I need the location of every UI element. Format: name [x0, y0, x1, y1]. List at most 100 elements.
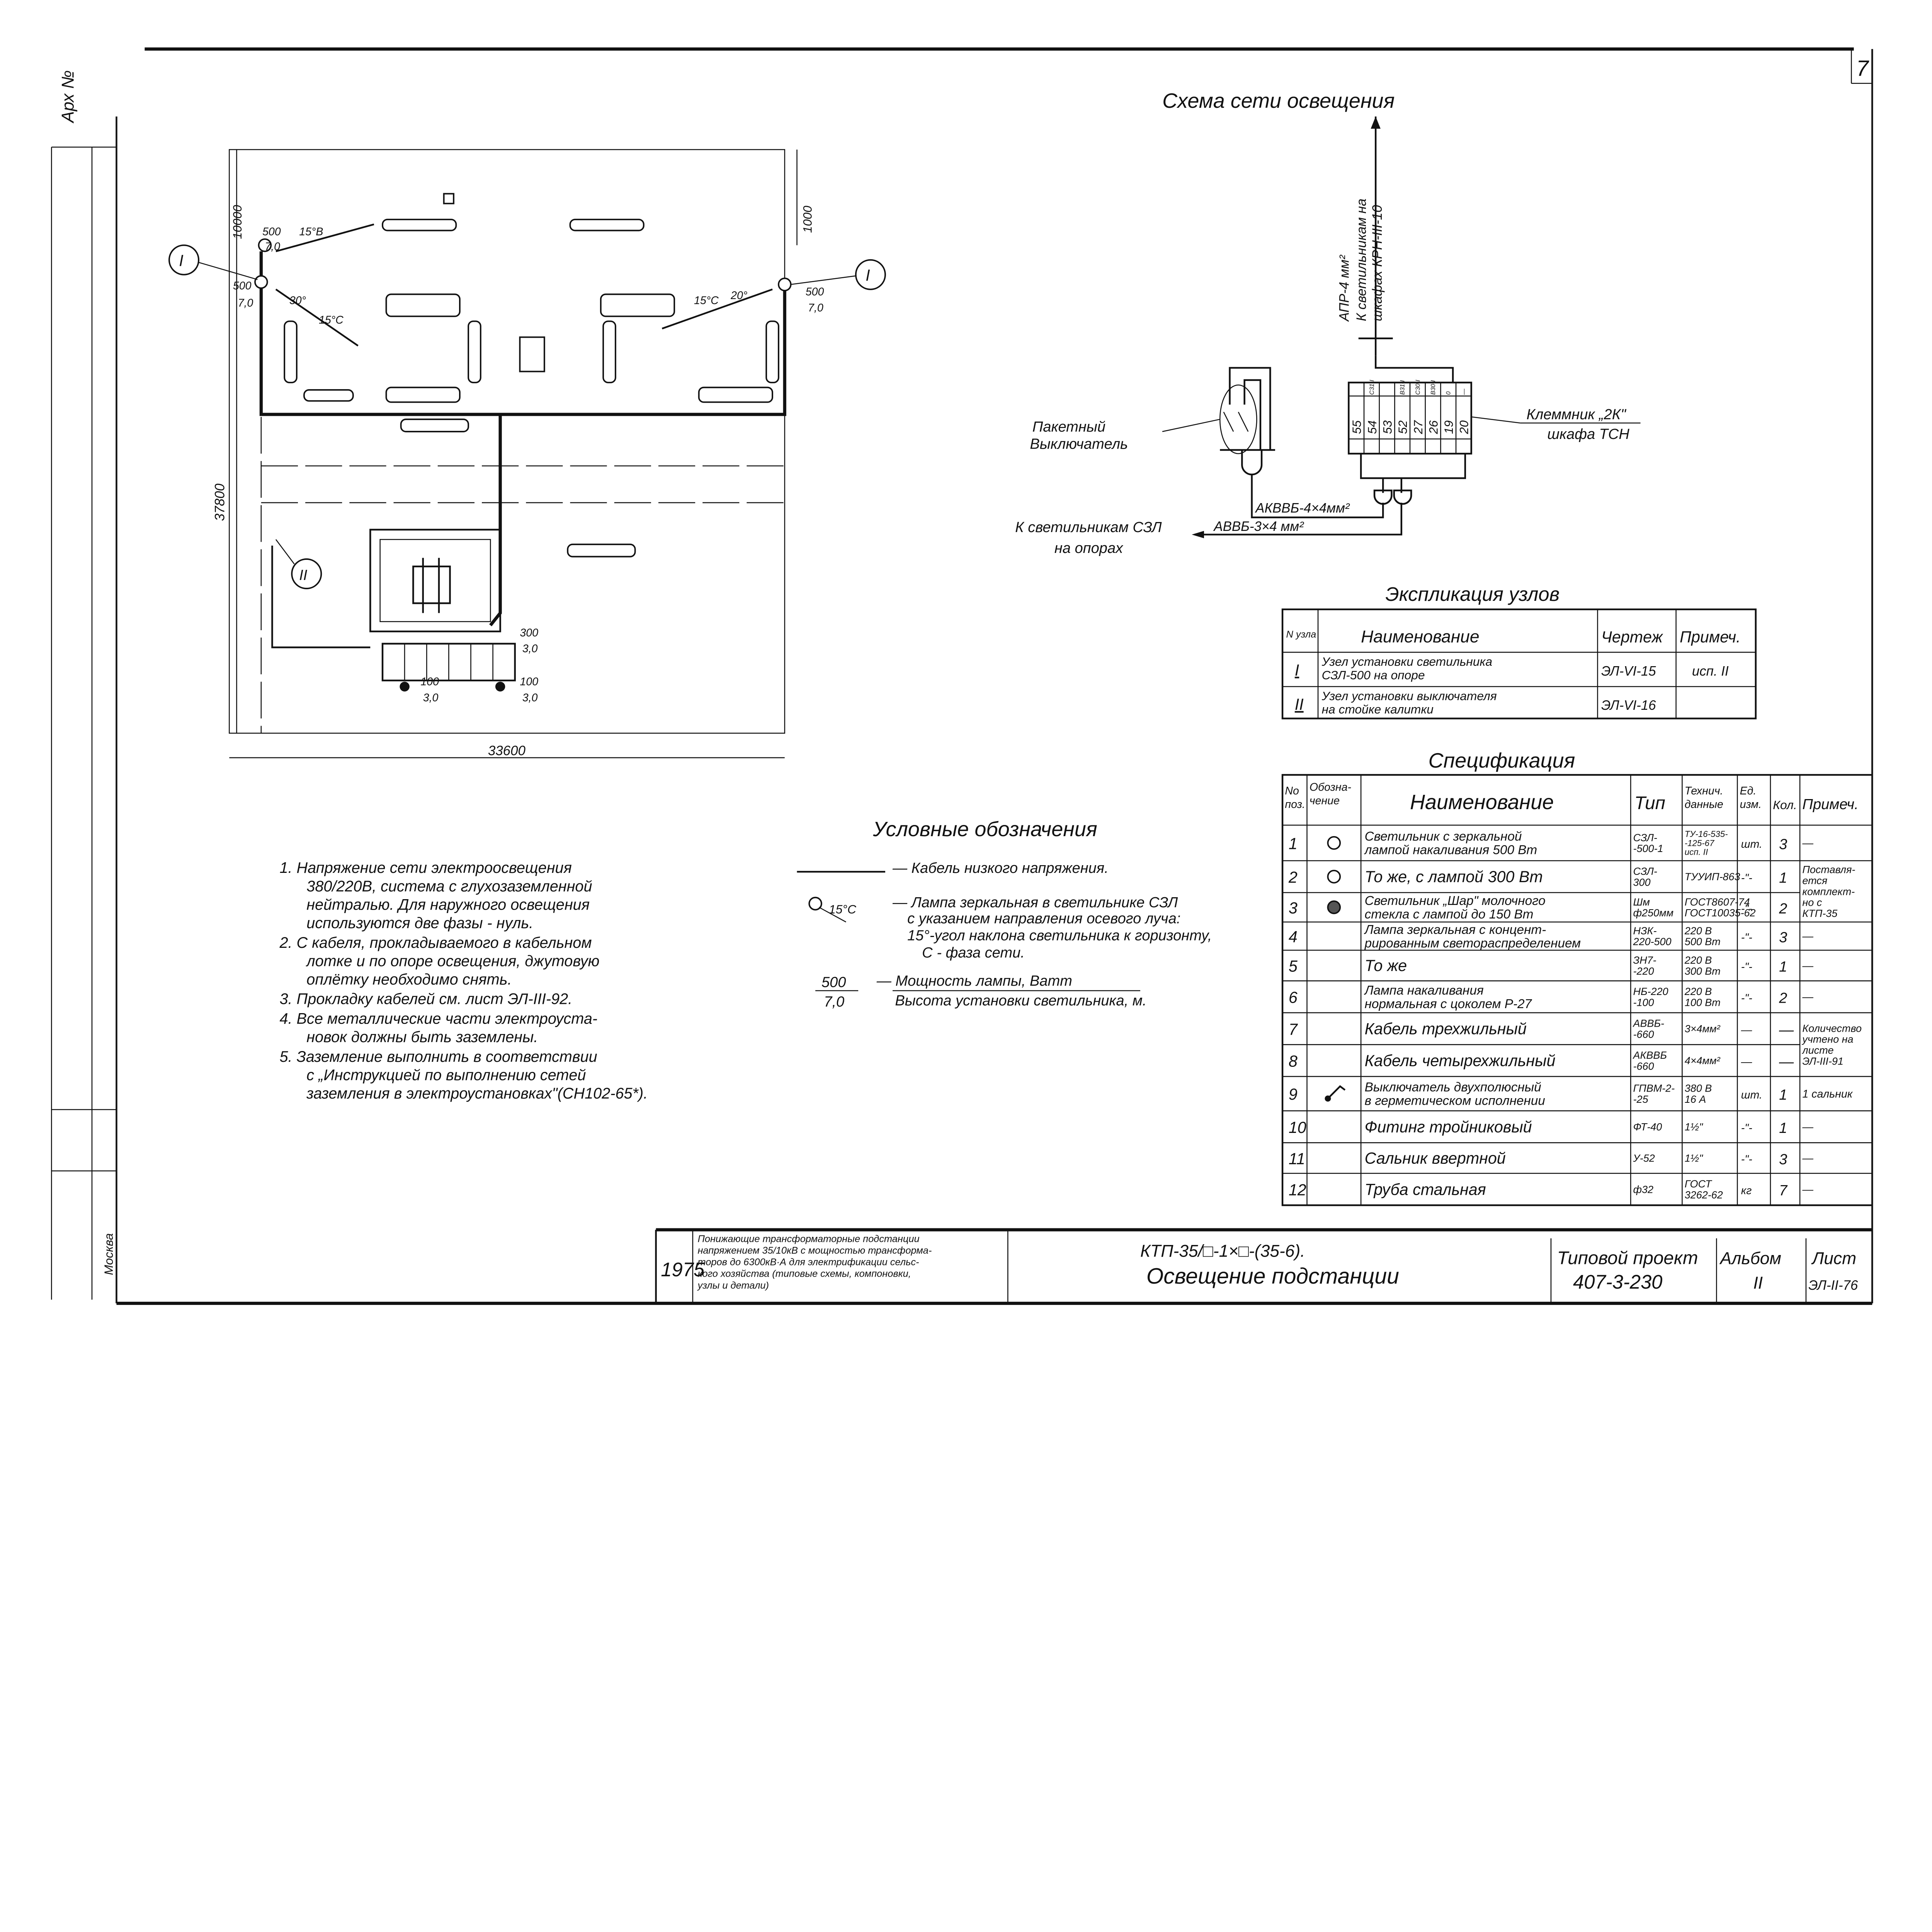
- year: 1975: [661, 1259, 705, 1281]
- terminal-top-label: С30-I: [1415, 379, 1421, 395]
- node-I-callout-left: [168, 244, 199, 276]
- header-drawing: Чертеж: [1601, 628, 1663, 646]
- side-stamp: Арх № Москва: [51, 70, 117, 1300]
- item-type: -660: [1633, 1029, 1654, 1040]
- item-tech-data: ТУ-16-535-: [1685, 829, 1728, 839]
- note-line: заземления в электроустановках"(СН102-65…: [306, 1085, 648, 1102]
- cable-avvb: АВВБ-3×4 мм²: [1213, 519, 1304, 534]
- archive-number-label: Арх №: [58, 70, 77, 124]
- item-name: Лампа зеркальная с концент-: [1364, 923, 1546, 937]
- cable-akvvb: АКВВБ-4×4мм²: [1255, 500, 1350, 515]
- item-quantity: 1: [1779, 1120, 1787, 1136]
- project-number: 407-3-230: [1573, 1271, 1662, 1293]
- header-note: Примеч.: [1680, 628, 1740, 646]
- node-name: Узел установки выключателя: [1321, 689, 1497, 703]
- note-line: используются две фазы - нуль.: [306, 915, 533, 932]
- specification-title: Спецификация: [1429, 749, 1575, 772]
- item-type: ФТ-40: [1633, 1121, 1662, 1133]
- schema-title: Схема сети освещения: [1162, 89, 1395, 112]
- item-quantity: 3: [1779, 1151, 1787, 1168]
- terminal-label-1: Клеммник „2К": [1526, 406, 1626, 423]
- item-unit: -"-: [1741, 872, 1752, 884]
- item-name: Труба стальная: [1365, 1180, 1486, 1198]
- site-plan: I I II 33600 37800 10000 1000 500 7,0 50…: [168, 149, 886, 759]
- node-II-label: II: [299, 567, 308, 583]
- item-tech-data: ГОСТ: [1685, 1178, 1713, 1190]
- legend: Условные обозначения — Кабель низкого на…: [797, 818, 1212, 1010]
- lamp-szl-500-icon: [1327, 836, 1341, 850]
- item-note: КТП-35: [1802, 908, 1838, 919]
- lamp-power: 500: [233, 280, 252, 292]
- node-name: Узел установки светильника: [1321, 655, 1492, 668]
- table-frame: [1281, 608, 1757, 719]
- legend-title: Условные обозначения: [872, 818, 1097, 841]
- item-quantity: 2: [1779, 901, 1787, 917]
- lamp-pole-left: [254, 275, 268, 289]
- item-quantity: —: [1779, 1022, 1794, 1038]
- angle-label: 15°С: [319, 314, 344, 327]
- node-drawing: ЭЛ-VI-15: [1601, 663, 1656, 679]
- item-note: —: [1802, 930, 1813, 943]
- lamp-height: 3,0: [522, 692, 538, 704]
- item-tech-data: 3262-62: [1685, 1189, 1723, 1201]
- item-tech-data: ТУУИП-863: [1685, 871, 1740, 883]
- general-notes: 1. Напряжение сети электроосвещения380/2…: [279, 859, 648, 1102]
- item-tech-data: 220 В: [1684, 986, 1712, 997]
- terminal-number: 54: [1365, 420, 1379, 434]
- position-number: 8: [1289, 1053, 1298, 1070]
- lamp-pole-right: [777, 277, 792, 291]
- switch-label-1: Пакетный: [1032, 419, 1105, 435]
- lamp-szl-300-icon: [1327, 869, 1341, 884]
- terminal-number: 27: [1411, 420, 1425, 435]
- note-line: 380/220В, система с глухозаземленной: [306, 878, 592, 895]
- album-number: II: [1753, 1274, 1763, 1293]
- position-number: 4: [1289, 928, 1298, 946]
- item-name: нормальная с цоколем Р-27: [1365, 997, 1532, 1011]
- note-line: новок должны быть заземлены.: [306, 1029, 538, 1046]
- table-header-part: чение: [1310, 795, 1340, 807]
- terminal-top-label: —: [1461, 389, 1467, 395]
- item-tech-data: 380 В: [1685, 1083, 1712, 1094]
- node-I-label: I: [866, 267, 870, 284]
- item-type: НБ-220: [1633, 986, 1668, 997]
- item-name: Выключатель двухполюсный: [1365, 1080, 1541, 1095]
- note-line: 5. Заземление выполнить в соответствии: [279, 1048, 597, 1065]
- note-line: оплётку необходимо снять.: [306, 971, 512, 988]
- item-note: ЭЛ-III-91: [1802, 1055, 1843, 1067]
- legend-power-num: 500: [821, 974, 846, 990]
- drawing-sheet: 7 Арх № Москва: [51, 47, 1873, 1305]
- header-node-number: N узла: [1286, 629, 1316, 640]
- note-line: с „Инструкцией по выполнению сетей: [306, 1066, 586, 1083]
- position-number: 3: [1289, 899, 1298, 917]
- terminal-number: 55: [1350, 420, 1364, 434]
- node-I-label: I: [179, 252, 183, 270]
- node-I-callout-right: [855, 259, 886, 290]
- item-note: учтено на: [1801, 1034, 1853, 1045]
- legend-cable: — Кабель низкого напряжения.: [892, 860, 1109, 876]
- note-line: лотке и по опоре освещения, джутовую: [306, 952, 599, 969]
- table-header: Примеч.: [1802, 796, 1858, 813]
- title-block: 1975 Понижающие трансформаторные подстан…: [655, 1228, 1872, 1303]
- angle-label: 20°: [730, 289, 747, 302]
- note-line: 2. С кабеля, прокладываемого в кабельном: [279, 934, 592, 951]
- item-note: ется: [1802, 875, 1827, 886]
- item-quantity: 1: [1779, 959, 1787, 975]
- item-type: ф32: [1633, 1184, 1654, 1195]
- node-number: I: [1295, 661, 1299, 679]
- table-frame: [1281, 774, 1873, 1206]
- dim-height: 37800: [213, 483, 228, 521]
- legend-lamp-3: 15°-угол наклона светильника к горизонту…: [907, 928, 1212, 944]
- transformer-enclosure: [369, 529, 501, 633]
- item-name: Кабель четырехжильный: [1365, 1052, 1556, 1070]
- item-tech-data: 220 В: [1684, 954, 1712, 966]
- note-line: 4. Все металлические части электроуста-: [279, 1010, 597, 1027]
- position-number: 12: [1289, 1181, 1306, 1199]
- item-note: Количество: [1802, 1022, 1862, 1034]
- terminal-number: 20: [1457, 420, 1471, 435]
- angle-label: 15°С: [694, 294, 719, 307]
- item-tech-data: 500 Вт: [1685, 936, 1721, 947]
- item-unit: —: [1741, 1024, 1752, 1036]
- feeder-destination-2: шкафах КРН-III-10: [1370, 205, 1385, 321]
